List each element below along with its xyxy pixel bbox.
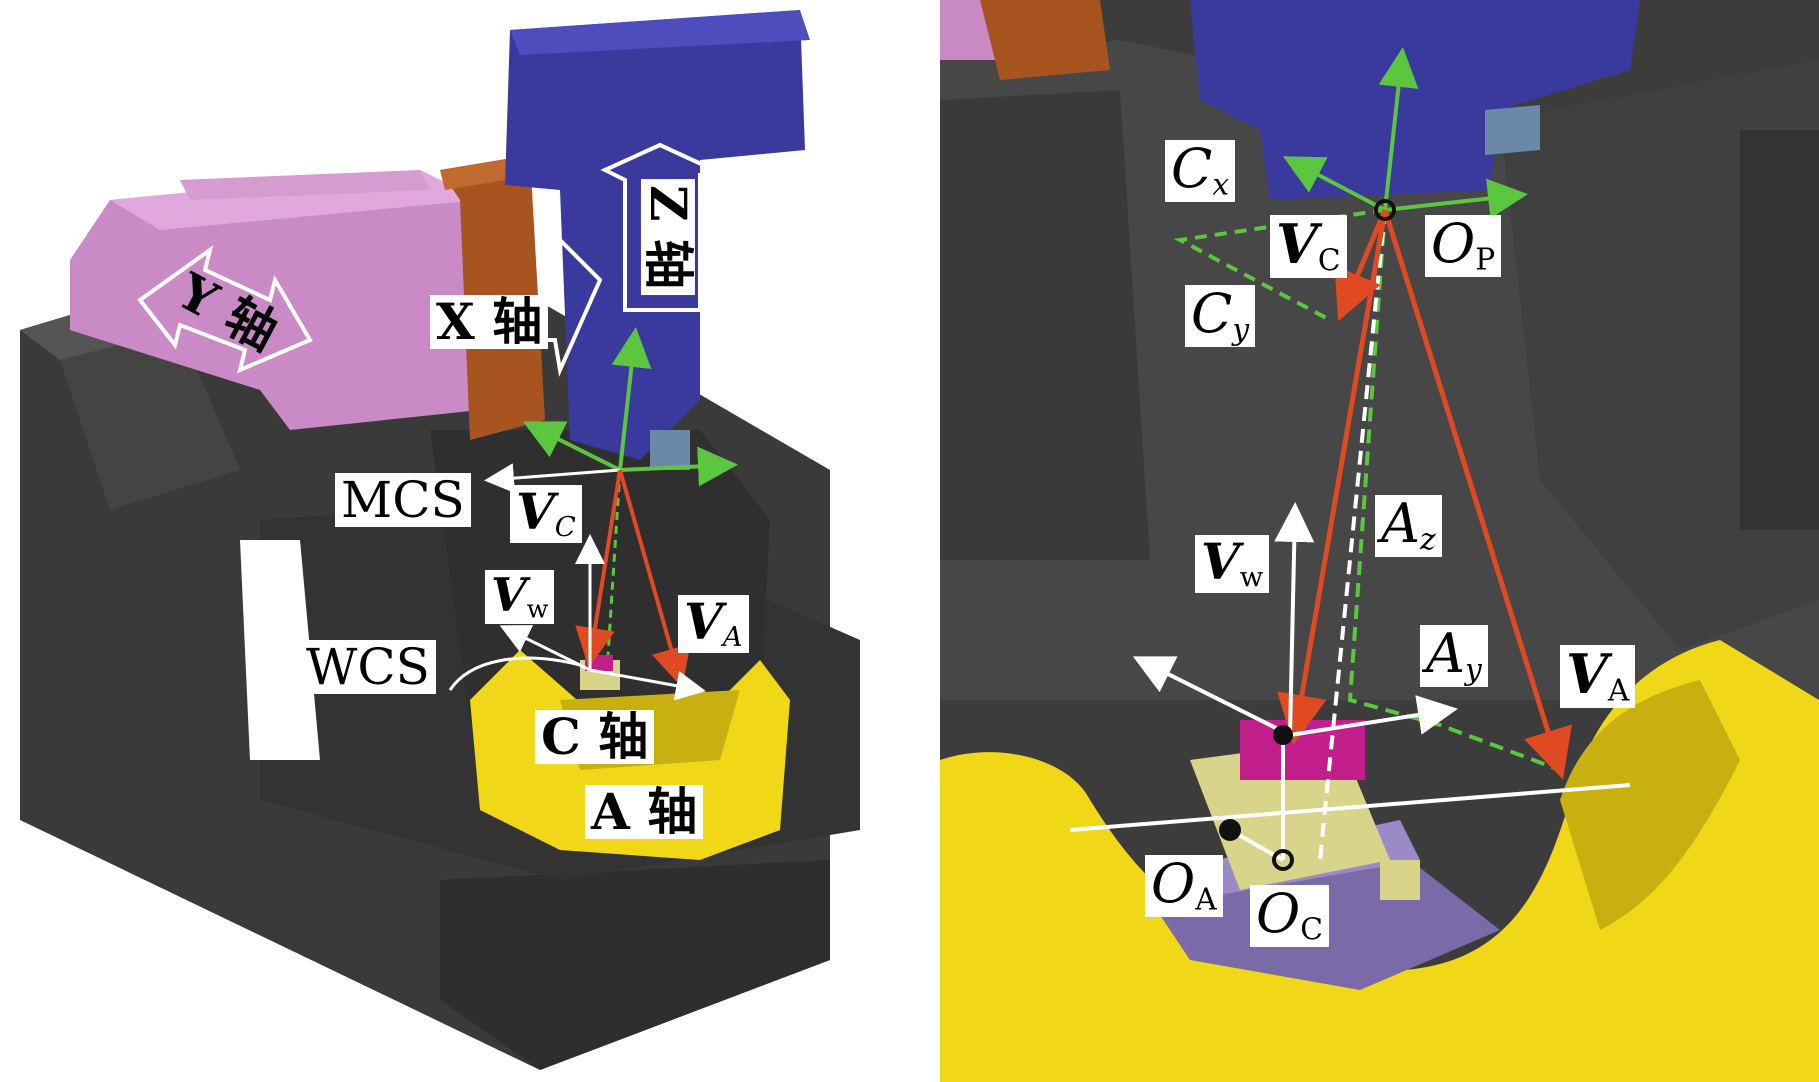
label-cx: Cx	[1165, 140, 1236, 203]
label-az: Az	[1375, 495, 1442, 558]
detail-view-drawing	[940, 0, 1819, 1082]
workpiece-axes	[1069, 502, 1631, 862]
z-axis-direction-arrow	[600, 142, 726, 312]
wcs-axes	[448, 534, 706, 701]
label-cy: Cy	[1185, 285, 1256, 348]
workpiece	[1240, 720, 1365, 780]
y-axis-ram	[70, 170, 480, 430]
point-workpiece-origin	[1273, 725, 1293, 745]
label-c-axis: C 轴	[535, 710, 655, 764]
label-vc-left: VC	[510, 485, 582, 544]
label-z-axis: Z 轴	[639, 179, 698, 295]
label-vc-right: VC	[1270, 215, 1347, 279]
label-a-axis: A 轴	[585, 785, 704, 839]
red-vectors	[1277, 209, 1572, 780]
label-va-left: VA	[678, 595, 749, 654]
point-op	[1374, 199, 1396, 221]
label-oc: OC	[1250, 885, 1329, 948]
point-oa	[1219, 819, 1241, 841]
machine-overview-panel: Y 轴 X 轴 Z 轴 MCS WCS C 轴 A 轴 VC Vw VA	[20, 10, 860, 1070]
label-vw-right: Vw	[1195, 535, 1270, 594]
point-oc	[1272, 849, 1294, 871]
spindle	[1190, 0, 1640, 200]
label-op: OP	[1425, 215, 1502, 278]
label-oa: OA	[1145, 855, 1223, 918]
detail-view-panel: Cx Cy VC OP Az Vw Ay VA OA OC	[940, 0, 1819, 1082]
spindle-axes	[1282, 47, 1528, 219]
label-va-right: VA	[1560, 645, 1636, 709]
label-ay: Ay	[1420, 625, 1488, 688]
mcs-axes	[484, 327, 738, 656]
label-mcs: MCS	[335, 473, 471, 527]
label-wcs: WCS	[300, 640, 436, 694]
a-axis-offsets	[1347, 209, 1561, 772]
x-axis-direction-arrow	[543, 235, 603, 377]
trunnion	[940, 640, 1819, 1082]
label-vw-left: Vw	[485, 570, 555, 624]
label-x-axis: X 轴	[430, 295, 549, 349]
red-vectors	[575, 469, 691, 688]
y-axis-direction-arrow	[137, 245, 313, 374]
machine-overview-drawing	[20, 10, 860, 1070]
